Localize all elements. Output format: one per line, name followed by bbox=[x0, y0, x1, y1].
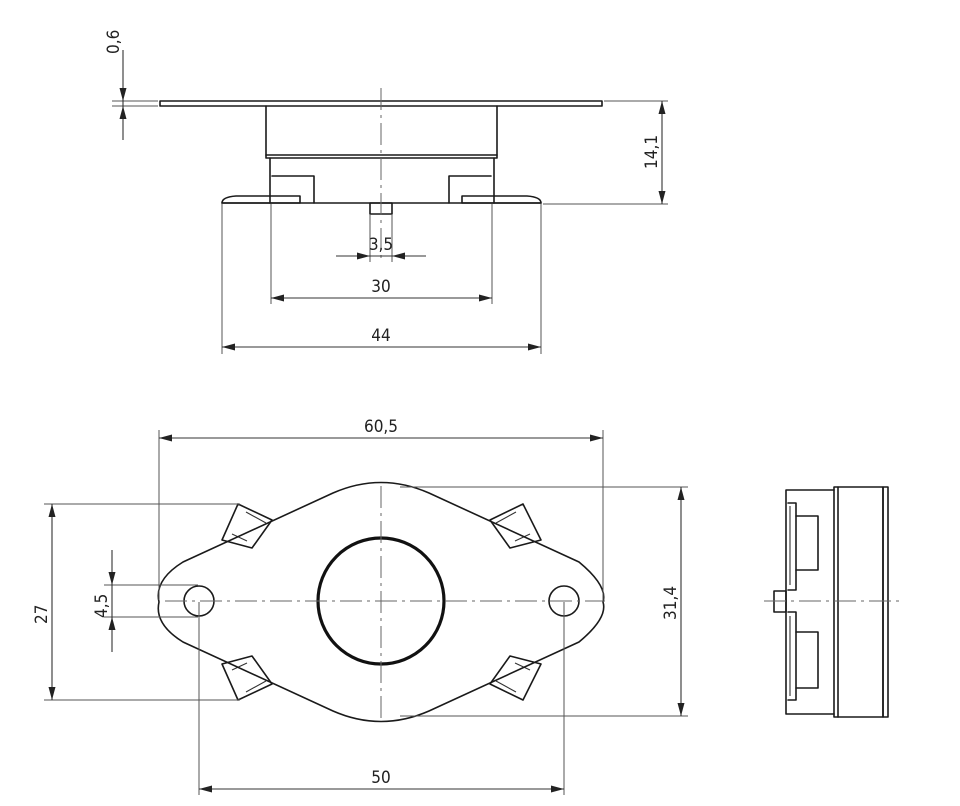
dim-label-4-5: 4,5 bbox=[92, 594, 112, 618]
arrowhead bbox=[528, 343, 541, 351]
dim-label-31-4: 31,4 bbox=[661, 586, 681, 620]
arrowhead bbox=[119, 88, 127, 101]
arrowhead bbox=[677, 487, 685, 500]
dim-label-60-5: 60,5 bbox=[364, 417, 398, 437]
terminal-block-left bbox=[271, 175, 315, 204]
arrowhead bbox=[677, 703, 685, 716]
dim-label-27: 27 bbox=[32, 605, 52, 624]
arrowhead bbox=[119, 106, 127, 119]
diamond-flange bbox=[157, 481, 605, 723]
arrowhead bbox=[658, 101, 666, 114]
terminal-tab-detail bbox=[495, 662, 531, 693]
arrowhead bbox=[222, 343, 235, 351]
dim-label-14-1: 14,1 bbox=[642, 135, 662, 169]
lower-housing bbox=[269, 157, 495, 204]
end-housing bbox=[785, 489, 835, 715]
arrowhead bbox=[199, 785, 212, 793]
arrowhead bbox=[590, 434, 603, 442]
terminal-tab-top-left bbox=[221, 503, 273, 549]
arrowhead bbox=[48, 504, 56, 517]
dim-label-0-6: 0,6 bbox=[104, 30, 124, 54]
arrowhead bbox=[357, 252, 370, 260]
arrowhead bbox=[551, 785, 564, 793]
end-terminal-outline bbox=[787, 502, 797, 701]
end-terminal-top bbox=[795, 515, 819, 571]
dim-label-44: 44 bbox=[371, 326, 390, 346]
end-terminal-bottom bbox=[795, 631, 819, 689]
side-elevation-view: 0,6 14,1 3,5 30 44 bbox=[104, 30, 668, 354]
arrowhead bbox=[159, 434, 172, 442]
terminal-block-right bbox=[448, 175, 492, 204]
terminal-tab-detail bbox=[231, 662, 267, 693]
dim-label-50: 50 bbox=[371, 768, 390, 788]
terminal-tab-bottom-left bbox=[221, 655, 273, 701]
arrowhead bbox=[392, 252, 405, 260]
terminal-tab-detail bbox=[495, 511, 531, 542]
arrowhead bbox=[48, 687, 56, 700]
arrowhead bbox=[108, 572, 116, 585]
plan-view: 60,5 27 4,5 31,4 50 bbox=[32, 417, 688, 795]
dim-label-30: 30 bbox=[371, 277, 390, 297]
terminal-tab-detail bbox=[231, 511, 267, 542]
arrowhead bbox=[108, 617, 116, 630]
terminal-tab-left bbox=[221, 195, 301, 204]
terminal-tabs bbox=[221, 503, 542, 701]
terminal-tab-bottom-right bbox=[489, 655, 542, 701]
terminal-tab-top-right bbox=[489, 503, 542, 549]
arrowhead bbox=[479, 294, 492, 302]
end-body bbox=[833, 486, 884, 718]
terminal-tab-right bbox=[461, 195, 542, 204]
arrowhead bbox=[658, 191, 666, 204]
end-view bbox=[764, 486, 904, 718]
arrowhead bbox=[271, 294, 284, 302]
dim-label-3-5: 3,5 bbox=[369, 235, 393, 255]
